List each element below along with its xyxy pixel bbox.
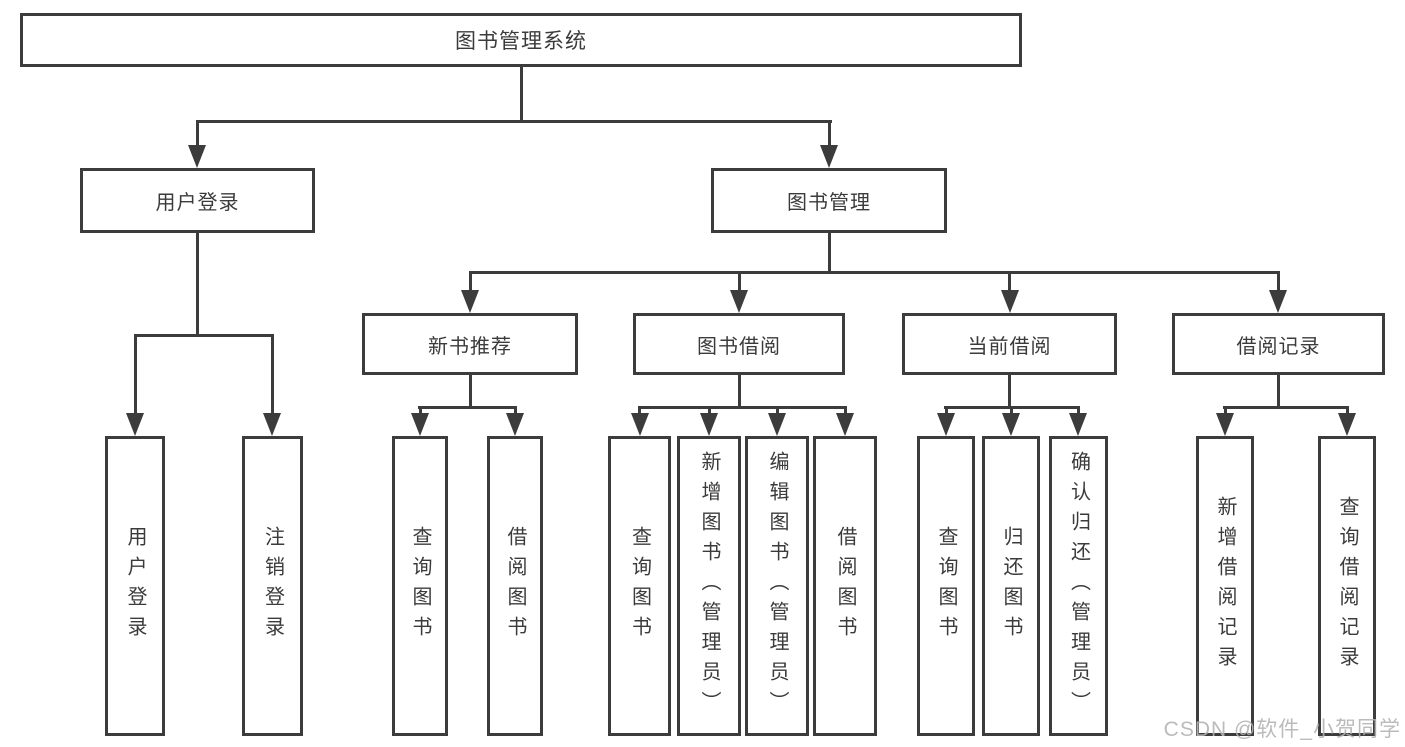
leaf-query-books-2: 查询图书 — [608, 436, 671, 736]
connector-borrowrecords-vertical — [1277, 373, 1280, 409]
leaf-label: 借阅图书 — [504, 526, 526, 646]
connector-currentborrow-stem-1 — [945, 406, 948, 416]
connector-root-horizontal — [196, 120, 832, 123]
leaf-edit-book-admin: 编辑图书（管理员） — [745, 436, 809, 736]
leaf-label: 归还图书 — [1000, 526, 1022, 646]
leaf-user-login: 用户登录 — [105, 436, 165, 736]
arrowhead-query-books-3 — [937, 413, 955, 436]
leaf-logout: 注销登录 — [242, 436, 303, 736]
node-label: 图书管理 — [787, 192, 871, 214]
node-borrow-records: 借阅记录 — [1172, 313, 1385, 375]
leaf-borrow-books-2: 借阅图书 — [813, 436, 877, 736]
leaf-borrow-books-1: 借阅图书 — [487, 436, 543, 736]
arrowhead-borrow-books-1 — [506, 413, 524, 436]
arrowhead-leaf-logout — [263, 413, 281, 436]
connector-userlogin-stem-1 — [134, 334, 137, 416]
arrowhead-edit-book — [768, 413, 786, 436]
connector-bookborrow-stem-3 — [776, 406, 779, 416]
leaf-add-borrow-record: 新增借阅记录 — [1196, 436, 1254, 736]
node-label: 借阅记录 — [1236, 335, 1321, 358]
connector-bookmgmt-stem-1 — [469, 271, 472, 293]
node-current-borrow: 当前借阅 — [902, 313, 1117, 375]
connector-bookborrow-horizontal — [638, 406, 847, 409]
connector-currentborrow-vertical — [1008, 373, 1011, 409]
node-label: 新书推荐 — [428, 335, 512, 358]
connector-root-left-stem — [196, 120, 199, 148]
leaf-add-book-admin: 新增图书（管理员） — [677, 436, 741, 736]
arrowhead-current-borrow — [1001, 290, 1019, 313]
leaf-label: 用户登录 — [124, 526, 146, 646]
connector-currentborrow-stem-2 — [1010, 406, 1013, 416]
arrowhead-return-books — [1002, 413, 1020, 436]
node-label: 图书管理系统 — [455, 30, 587, 53]
connector-borrowrecords-stem-1 — [1224, 406, 1227, 416]
connector-userlogin-horizontal — [134, 334, 274, 337]
connector-root-right-stem — [828, 120, 831, 148]
node-label: 当前借阅 — [967, 335, 1052, 358]
connector-currentborrow-stem-3 — [1077, 406, 1080, 416]
connector-userlogin-stem-2 — [271, 334, 274, 416]
connector-bookborrow-stem-4 — [844, 406, 847, 416]
connector-borrowrecords-stem-2 — [1346, 406, 1349, 416]
node-label: 用户登录 — [155, 192, 240, 214]
leaf-label: 借阅图书 — [834, 526, 856, 646]
arrowhead-book-management — [820, 145, 838, 168]
node-book-management: 图书管理 — [711, 168, 947, 233]
connector-bookmgmt-horizontal — [469, 271, 1280, 274]
node-library-management-system: 图书管理系统 — [20, 13, 1022, 67]
leaf-query-books-3: 查询图书 — [917, 436, 975, 736]
connector-newbook-stem-2 — [514, 406, 517, 416]
arrowhead-borrow-books-2 — [836, 413, 854, 436]
connector-borrowrecords-horizontal — [1223, 406, 1348, 409]
arrowhead-confirm-return — [1069, 413, 1087, 436]
node-user-login: 用户登录 — [80, 168, 315, 233]
connector-bookmgmt-stem-4 — [1277, 271, 1280, 293]
leaf-label: 查询图书 — [935, 526, 957, 646]
node-book-borrow: 图书借阅 — [633, 313, 845, 375]
leaf-return-books: 归还图书 — [982, 436, 1040, 736]
connector-bookborrow-stem-1 — [638, 406, 641, 416]
node-new-book-recommend: 新书推荐 — [362, 313, 578, 375]
arrowhead-leaf-user-login — [126, 413, 144, 436]
node-label: 图书借阅 — [697, 335, 781, 358]
leaf-label: 新增借阅记录 — [1214, 496, 1236, 676]
connector-bookmgmt-stem-3 — [1008, 271, 1011, 293]
connector-newbook-stem-1 — [419, 406, 422, 416]
leaf-label: 查询借阅记录 — [1336, 496, 1358, 676]
leaf-query-borrow-record: 查询借阅记录 — [1318, 436, 1376, 736]
connector-bookmgmt-stem-2 — [738, 271, 741, 293]
leaf-label: 查询图书 — [628, 526, 651, 646]
arrowhead-add-book — [700, 413, 718, 436]
leaf-confirm-return-admin: 确认归还（管理员） — [1049, 436, 1108, 736]
leaf-label: 新增图书（管理员） — [698, 451, 720, 721]
leaf-label: 编辑图书（管理员） — [766, 451, 788, 721]
arrowhead-borrow-records — [1269, 290, 1287, 313]
connector-bookmgmt-vertical — [828, 231, 831, 274]
connector-newbook-vertical — [469, 373, 472, 409]
connector-userlogin-vertical — [196, 231, 199, 337]
leaf-label: 确认归还（管理员） — [1067, 451, 1090, 721]
arrowhead-user-login — [188, 145, 206, 168]
arrowhead-query-borrow-record — [1338, 413, 1356, 436]
arrowhead-book-borrow — [730, 290, 748, 313]
connector-root-vertical — [520, 66, 523, 122]
connector-newbook-horizontal — [418, 406, 517, 409]
connector-bookborrow-vertical — [738, 373, 741, 409]
arrowhead-new-book-recommend — [461, 290, 479, 313]
watermark: CSDN @软件_小贺同学 — [1163, 718, 1401, 741]
leaf-query-books-1: 查询图书 — [392, 436, 448, 736]
leaf-label: 注销登录 — [261, 526, 284, 646]
connector-bookborrow-stem-2 — [708, 406, 711, 416]
leaf-label: 查询图书 — [409, 526, 431, 646]
arrowhead-query-books-2 — [631, 413, 649, 436]
arrowhead-query-books-1 — [411, 413, 429, 436]
arrowhead-add-borrow-record — [1216, 413, 1234, 436]
